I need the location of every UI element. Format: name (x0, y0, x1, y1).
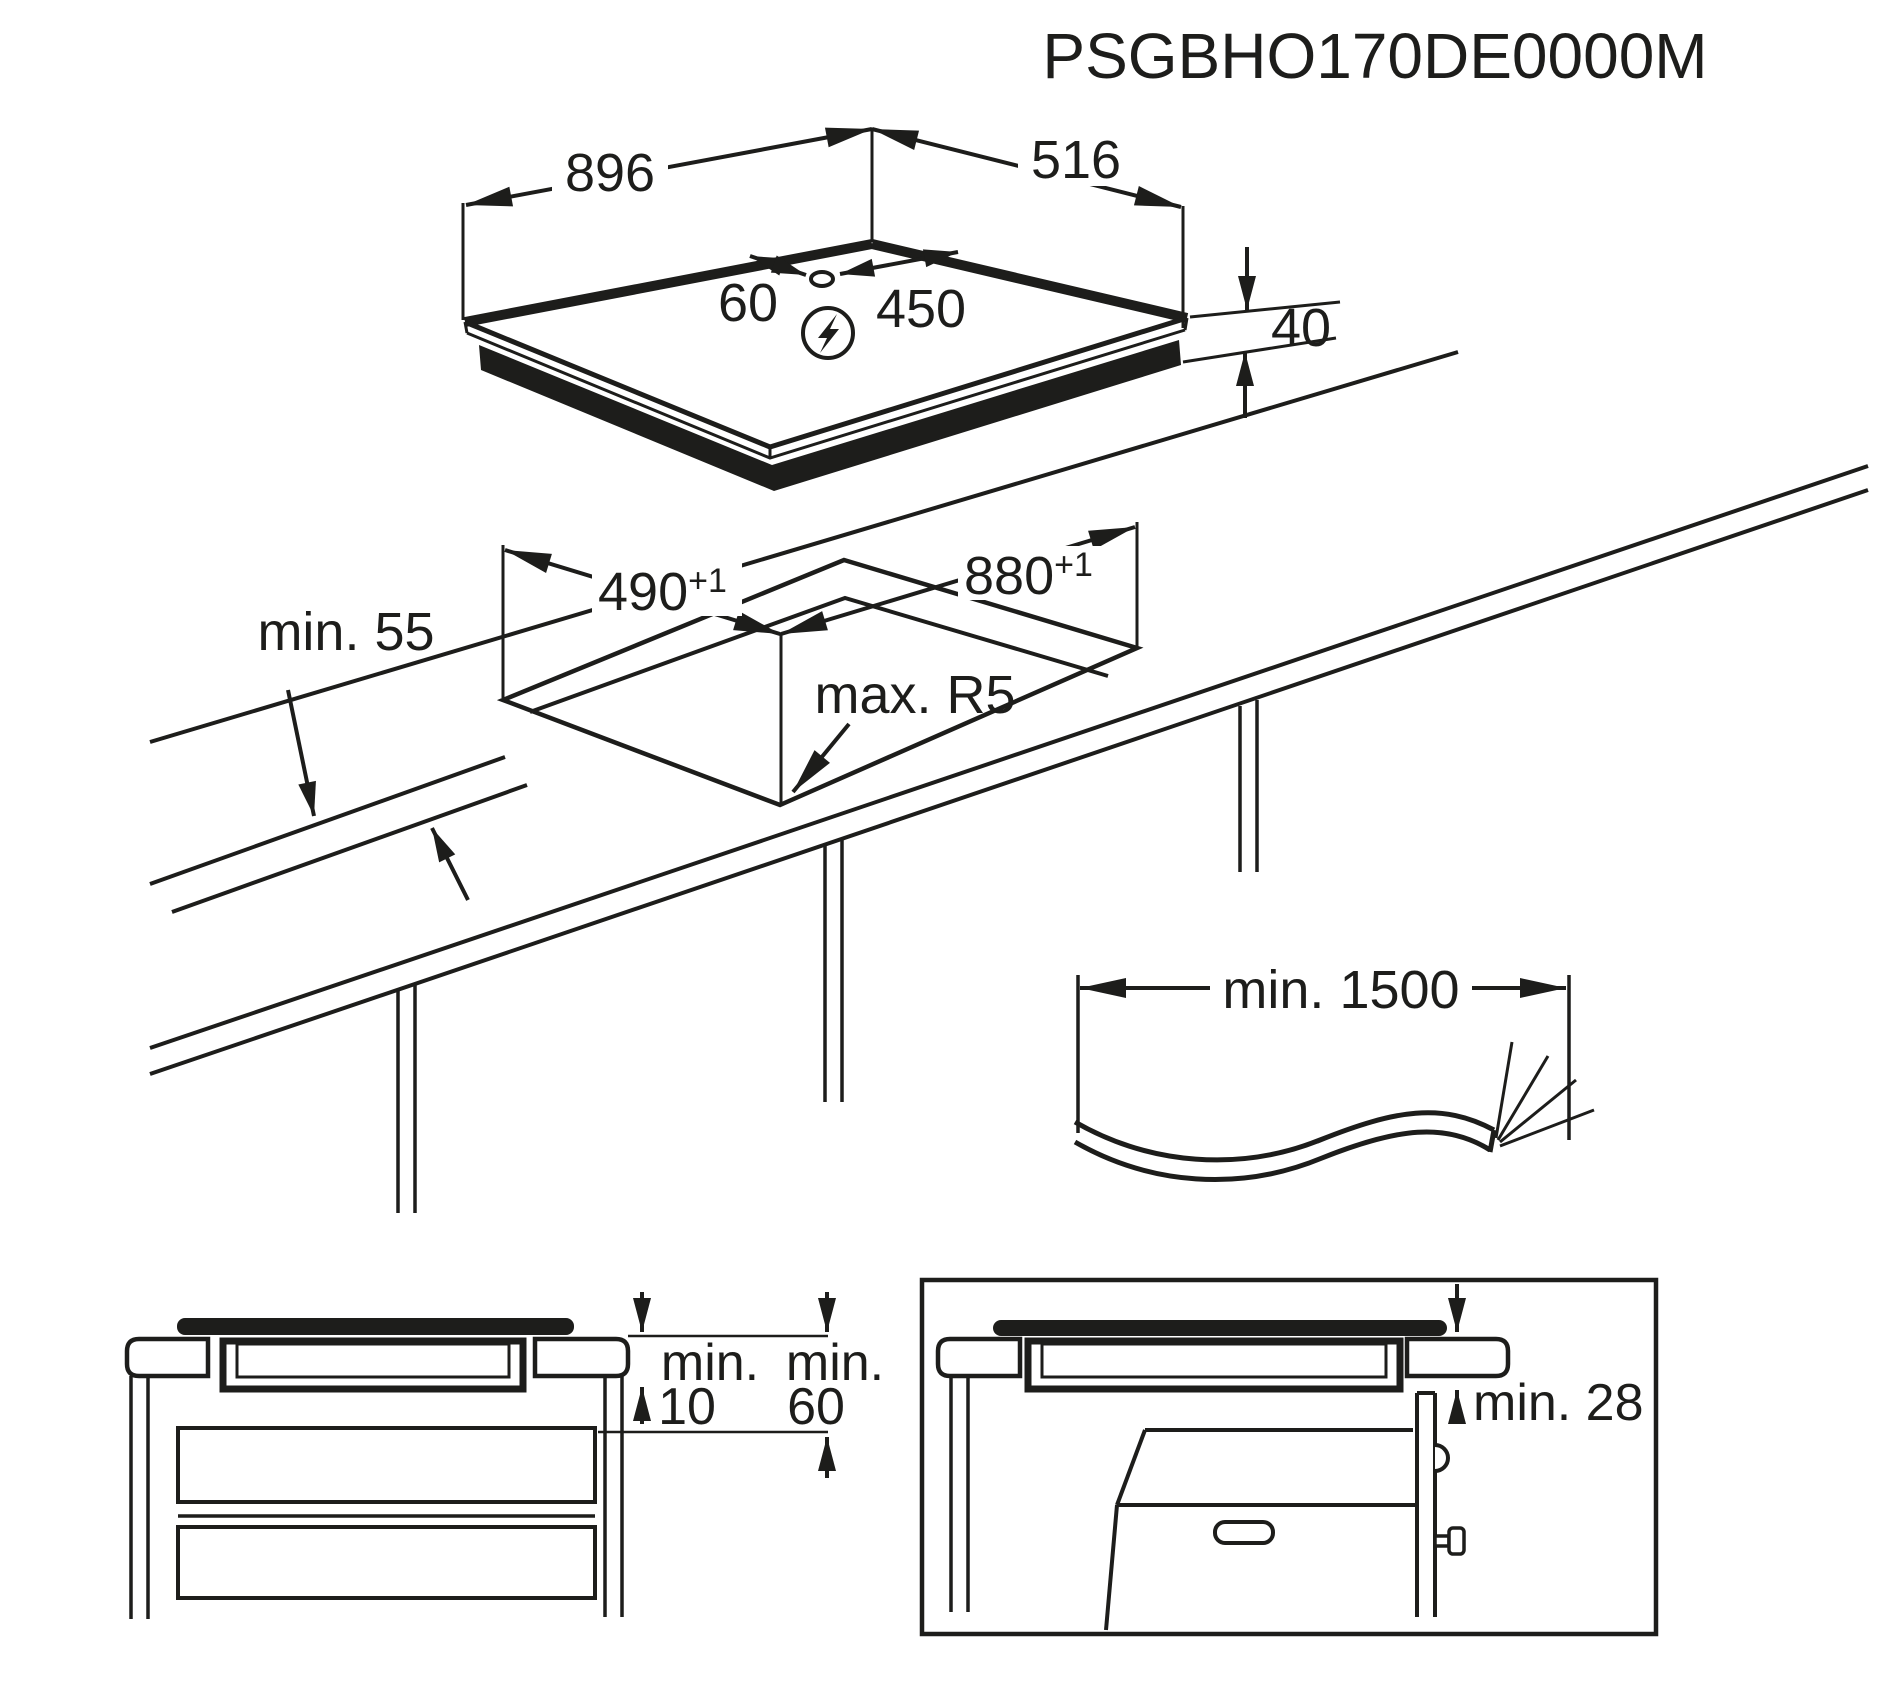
hob-body-tub (219, 1337, 527, 1393)
worktop-cutout-drawing: 490+1 880+1 min. 55 max. R5 (149, 350, 1869, 1213)
hob-body-band (479, 340, 1181, 491)
drawer-clearance-dimensions: min. 10 min. 60 (598, 1292, 884, 1478)
hob-height-dimension: 40 (1182, 247, 1341, 418)
hob-width-label: 896 (565, 143, 655, 203)
section-drawing-oven: min. 28 (919, 1277, 1659, 1637)
worktop-left-block (935, 1336, 1023, 1379)
cable-offset-left-arrow (749, 254, 807, 277)
hob-width-dimension-line (465, 127, 873, 207)
cutout-dimensions: 490+1 880+1 (501, 522, 1139, 803)
worktop-right-block (532, 1336, 631, 1379)
oven-handle (1213, 1520, 1275, 1545)
drawer-gap-label: min. (786, 1334, 884, 1392)
section-drawing-drawers: min. 10 min. 60 (124, 1292, 884, 1619)
cable-wire-ends (1494, 1041, 1595, 1148)
worktop-front-edge (149, 464, 1869, 1076)
cabinet-legs (396, 700, 1259, 1213)
cutout-width-label: 880+1 (964, 546, 1093, 606)
oven-hinge-bump (1434, 1443, 1450, 1473)
oven-clearance-label: min. 28 (1473, 1374, 1644, 1432)
label-mask (1210, 962, 1472, 1014)
label-mask (552, 148, 668, 198)
hob-body-tub-inner (235, 1342, 511, 1379)
cable-offset-right-arrow (839, 249, 959, 277)
hob-height-label: 40 (1271, 298, 1331, 358)
cable-offset-left-label: 60 (718, 273, 778, 333)
oven-outline (1104, 1391, 1466, 1631)
oven-knob (1433, 1526, 1466, 1556)
drawer-box-bottom (176, 1525, 597, 1600)
hob-body-tub (1024, 1337, 1404, 1393)
cable-curve (1073, 1110, 1497, 1182)
hob-gap-value: 10 (658, 1378, 716, 1436)
hob-glass-bar (993, 1320, 1447, 1336)
label-mask (958, 546, 1108, 600)
drawer-box-top (176, 1426, 597, 1504)
hob-glass-bar (177, 1318, 574, 1335)
cabinet-side-panels (129, 1376, 624, 1619)
cable-offset-right-label: 450 (876, 279, 966, 339)
hob-body-tub-inner (1040, 1342, 1388, 1379)
corner-radius-annotation: max. R5 (791, 665, 1016, 794)
cable-entry-point (809, 270, 835, 288)
worktop-left-block (124, 1336, 211, 1379)
label-mask (592, 562, 742, 616)
hob-gap-label: min. (661, 1334, 759, 1392)
front-clearance-annotation: min. 55 (149, 602, 528, 914)
drawer-gap-value: 60 (787, 1378, 845, 1436)
lightning-bolt-icon (801, 306, 855, 360)
cabinet-side-panel (949, 1376, 970, 1612)
hob-top-drawing: 896 516 60 450 (461, 127, 1341, 491)
mains-cable-drawing: min. 1500 (1073, 960, 1595, 1182)
model-number-title: PSGBHO170DE0000M (1042, 20, 1707, 92)
cable-length-label: min. 1500 (1222, 960, 1459, 1020)
hob-depth-label: 516 (1031, 130, 1121, 190)
worktop-right-block (1404, 1336, 1511, 1379)
front-clearance-label: min. 55 (257, 602, 434, 662)
corner-radius-label: max. R5 (814, 665, 1015, 725)
label-mask (1018, 136, 1134, 186)
oven-clearance-dimension: min. 28 (1448, 1284, 1644, 1432)
section-border-box (919, 1277, 1659, 1637)
cutout-depth-label: 490+1 (598, 562, 727, 622)
